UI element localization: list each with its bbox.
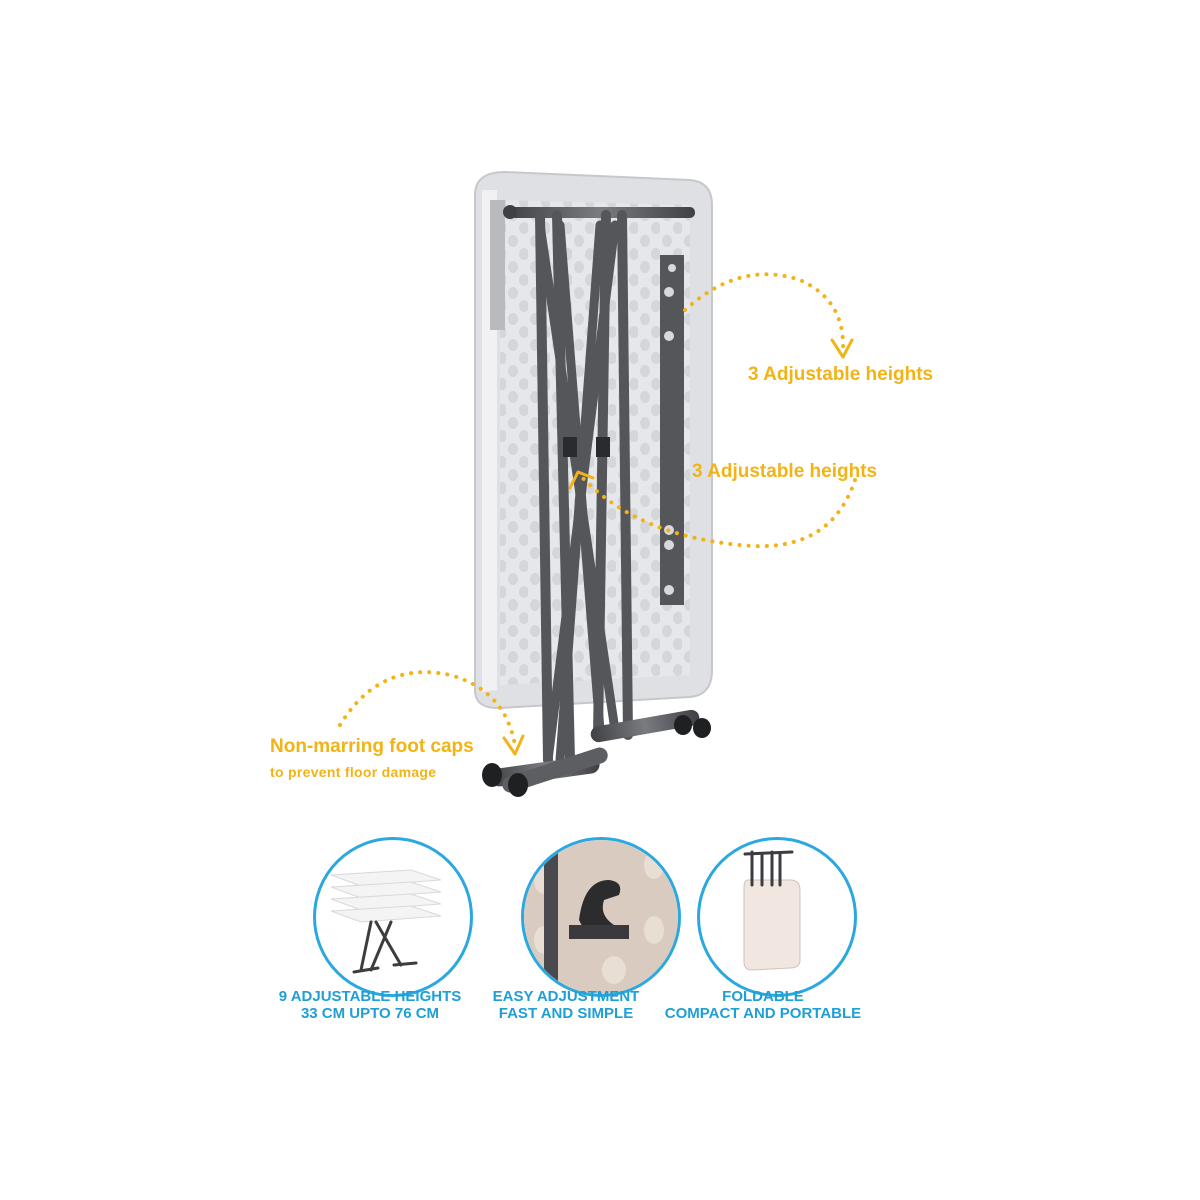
feature-adjustment-line1: EASY ADJUSTMENT [492,988,640,1005]
feature-foldable-line2: COMPACT AND PORTABLE [664,1005,862,1022]
top-crossbar [505,207,695,218]
callout-mid-heights-text: 3 Adjustable heights [692,461,878,482]
callout-arrow-mid [578,473,857,549]
callout-top-heights: 3 Adjustable heights [748,364,933,386]
arrowhead-foot [502,734,525,756]
feature-circle-adjustment [521,837,681,997]
feature-foldable-line1: FOLDABLE [722,988,804,1005]
feature-heights-line2: 33 CM UPTO 76 CM [300,1005,440,1022]
folded-table-icon [743,850,801,971]
feature-circle-foldable [697,837,857,997]
callout-foot-caps-line2: to prevent floor damage [270,764,437,780]
callout-foot-caps: Non-marring foot caps to prevent floor d… [270,736,474,780]
feature-circle-heights [313,837,473,997]
foot-caps [482,715,711,797]
hinge-right [596,437,610,457]
arrowhead-mid [568,470,595,490]
stacked-tables-icon [330,869,442,974]
callout-arrow-top [683,272,846,352]
callout-mid-heights: 3 Adjustable heights [692,461,877,483]
feature-adjustment-line2: FAST AND SIMPLE [498,1005,634,1022]
callout-top-heights-text: 3 Adjustable heights [748,364,934,385]
callout-foot-caps-line1: Non-marring foot caps [270,736,474,757]
feature-heights-line1: 9 ADJUSTABLE HEIGHTS [278,988,462,1005]
adjustment-hook-icon [524,840,678,994]
feature-label-foldable: FOLDABLE COMPACT AND PORTABLE [648,988,878,1022]
leg-frame [535,210,633,765]
arrowhead-top [830,338,854,359]
callout-arrow-foot [338,670,517,747]
hinge-left [563,437,577,457]
feature-label-adjustment: EASY ADJUSTMENT FAST AND SIMPLE [451,988,681,1022]
height-bracket [660,255,684,605]
feature-label-heights: 9 ADJUSTABLE HEIGHTS 33 CM UPTO 76 CM [255,988,485,1022]
